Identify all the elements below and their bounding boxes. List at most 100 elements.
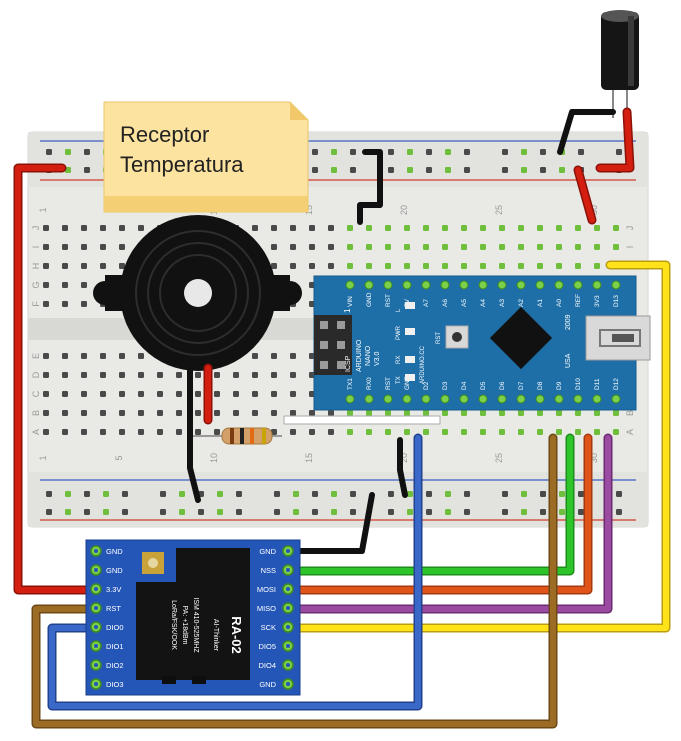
breadboard-hole[interactable] [81, 372, 87, 378]
breadboard-hole[interactable] [309, 225, 315, 231]
breadboard-hole[interactable] [43, 282, 49, 288]
breadboard-hole[interactable] [537, 244, 543, 250]
breadboard-hole[interactable] [43, 244, 49, 250]
breadboard-hole[interactable] [464, 509, 470, 515]
breadboard-hole[interactable] [46, 149, 52, 155]
breadboard-hole[interactable] [388, 149, 394, 155]
breadboard-hole[interactable] [388, 167, 394, 173]
arduino-pin[interactable] [573, 280, 583, 290]
breadboard-hole[interactable] [81, 244, 87, 250]
breadboard-hole[interactable] [100, 353, 106, 359]
breadboard-hole[interactable] [119, 263, 125, 269]
arduino-pin[interactable] [592, 280, 602, 290]
breadboard-hole[interactable] [214, 410, 220, 416]
arduino-pin[interactable] [459, 280, 469, 290]
breadboard-hole[interactable] [100, 410, 106, 416]
breadboard-hole[interactable] [271, 410, 277, 416]
breadboard-hole[interactable] [252, 225, 258, 231]
arduino-pin[interactable] [611, 280, 621, 290]
breadboard-hole[interactable] [309, 263, 315, 269]
breadboard-hole[interactable] [347, 429, 353, 435]
breadboard-hole[interactable] [157, 391, 163, 397]
breadboard-hole[interactable] [65, 167, 71, 173]
breadboard-hole[interactable] [426, 149, 432, 155]
breadboard-hole[interactable] [594, 429, 600, 435]
breadboard-hole[interactable] [366, 429, 372, 435]
breadboard-hole[interactable] [271, 372, 277, 378]
breadboard-hole[interactable] [179, 491, 185, 497]
breadboard-hole[interactable] [271, 225, 277, 231]
arduino-pin[interactable] [383, 394, 393, 404]
breadboard-hole[interactable] [309, 429, 315, 435]
breadboard-hole[interactable] [312, 167, 318, 173]
breadboard-hole[interactable] [119, 410, 125, 416]
breadboard-hole[interactable] [575, 225, 581, 231]
breadboard-hole[interactable] [81, 263, 87, 269]
arduino-pin[interactable] [516, 280, 526, 290]
breadboard-hole[interactable] [480, 244, 486, 250]
breadboard-hole[interactable] [594, 263, 600, 269]
breadboard-hole[interactable] [43, 429, 49, 435]
breadboard-hole[interactable] [556, 263, 562, 269]
breadboard-hole[interactable] [385, 429, 391, 435]
arduino-pin[interactable] [402, 280, 412, 290]
arduino-pin[interactable] [554, 394, 564, 404]
breadboard-hole[interactable] [81, 282, 87, 288]
breadboard-hole[interactable] [407, 167, 413, 173]
breadboard-hole[interactable] [122, 509, 128, 515]
breadboard-hole[interactable] [43, 263, 49, 269]
breadboard-hole[interactable] [575, 410, 581, 416]
breadboard-hole[interactable] [556, 410, 562, 416]
breadboard-hole[interactable] [290, 225, 296, 231]
breadboard-hole[interactable] [559, 167, 565, 173]
breadboard-hole[interactable] [62, 244, 68, 250]
breadboard-hole[interactable] [195, 391, 201, 397]
breadboard-hole[interactable] [461, 225, 467, 231]
breadboard-hole[interactable] [43, 372, 49, 378]
breadboard-hole[interactable] [176, 410, 182, 416]
breadboard-hole[interactable] [423, 429, 429, 435]
breadboard-hole[interactable] [445, 509, 451, 515]
breadboard-hole[interactable] [404, 410, 410, 416]
breadboard-hole[interactable] [426, 509, 432, 515]
arduino-pin[interactable] [459, 394, 469, 404]
breadboard-hole[interactable] [290, 391, 296, 397]
breadboard-hole[interactable] [521, 167, 527, 173]
breadboard-hole[interactable] [62, 429, 68, 435]
breadboard-hole[interactable] [613, 225, 619, 231]
arduino-pin[interactable] [364, 394, 374, 404]
breadboard-hole[interactable] [138, 410, 144, 416]
breadboard-hole[interactable] [350, 491, 356, 497]
breadboard-hole[interactable] [81, 353, 87, 359]
breadboard-hole[interactable] [613, 410, 619, 416]
breadboard-hole[interactable] [312, 149, 318, 155]
breadboard-hole[interactable] [556, 429, 562, 435]
breadboard-hole[interactable] [518, 429, 524, 435]
breadboard-hole[interactable] [442, 410, 448, 416]
breadboard-hole[interactable] [43, 391, 49, 397]
arduino-pin[interactable] [592, 394, 602, 404]
breadboard-hole[interactable] [100, 372, 106, 378]
breadboard-hole[interactable] [499, 429, 505, 435]
breadboard-hole[interactable] [423, 263, 429, 269]
breadboard-hole[interactable] [518, 263, 524, 269]
arduino-pin[interactable] [402, 394, 412, 404]
breadboard-hole[interactable] [442, 225, 448, 231]
breadboard-hole[interactable] [43, 225, 49, 231]
breadboard-hole[interactable] [328, 429, 334, 435]
breadboard-hole[interactable] [84, 509, 90, 515]
breadboard-hole[interactable] [46, 509, 52, 515]
arduino-pin[interactable] [516, 394, 526, 404]
breadboard-hole[interactable] [84, 167, 90, 173]
breadboard-hole[interactable] [502, 509, 508, 515]
breadboard-hole[interactable] [271, 391, 277, 397]
arduino-pin[interactable] [554, 280, 564, 290]
breadboard-hole[interactable] [407, 509, 413, 515]
breadboard-hole[interactable] [499, 225, 505, 231]
breadboard-hole[interactable] [518, 244, 524, 250]
breadboard-hole[interactable] [480, 263, 486, 269]
breadboard-hole[interactable] [385, 263, 391, 269]
arduino-pin[interactable] [497, 280, 507, 290]
breadboard-hole[interactable] [613, 429, 619, 435]
breadboard-hole[interactable] [521, 509, 527, 515]
